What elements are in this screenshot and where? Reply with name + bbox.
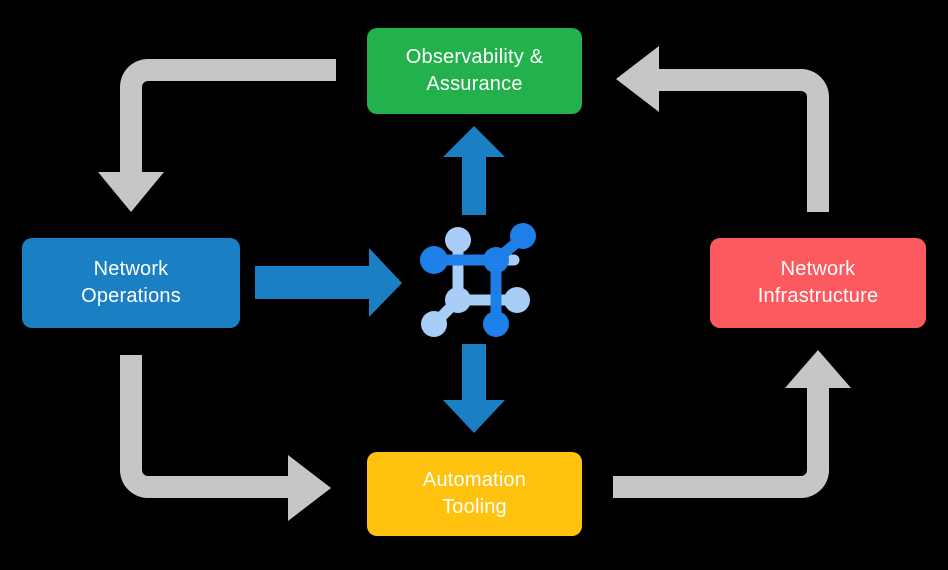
- node-label-automation-tooling: Automation Tooling: [422, 469, 527, 518]
- connector-automation-tooling-to-network-infrastructure: [613, 350, 851, 498]
- icon-node-bottom-center: [483, 311, 509, 337]
- connector-center-to-automation-tooling: [443, 344, 505, 433]
- icon-node-top-right: [510, 223, 536, 249]
- node-label-observability: Observability & Assurance: [405, 46, 544, 95]
- node-box-network-infrastructure[interactable]: Network Infrastructure: [710, 238, 926, 328]
- node-box-observability[interactable]: Observability & Assurance: [367, 28, 582, 114]
- node-box-automation-tooling[interactable]: Automation Tooling: [367, 452, 582, 536]
- icon-node-mid-left: [445, 287, 471, 313]
- connector-network-operations-to-center: [255, 248, 402, 317]
- network-topology-icon: [420, 223, 536, 337]
- icon-node-center: [483, 247, 509, 273]
- node-label-network-infrastructure: Network Infrastructure: [757, 258, 879, 307]
- connector-center-to-observability: [443, 126, 505, 215]
- connector-network-operations-to-automation-tooling: [120, 355, 331, 521]
- node-label-network-operations: Network Operations: [81, 258, 181, 307]
- node-box-network-operations[interactable]: Network Operations: [22, 238, 240, 328]
- icon-node-bottom-left: [421, 311, 447, 337]
- icon-node-top-left: [445, 227, 471, 253]
- connector-observability-to-network-operations: [98, 59, 336, 212]
- icon-node-mid-right: [504, 287, 530, 313]
- icon-node-left: [420, 246, 448, 274]
- connector-network-infrastructure-to-observability: [616, 46, 829, 212]
